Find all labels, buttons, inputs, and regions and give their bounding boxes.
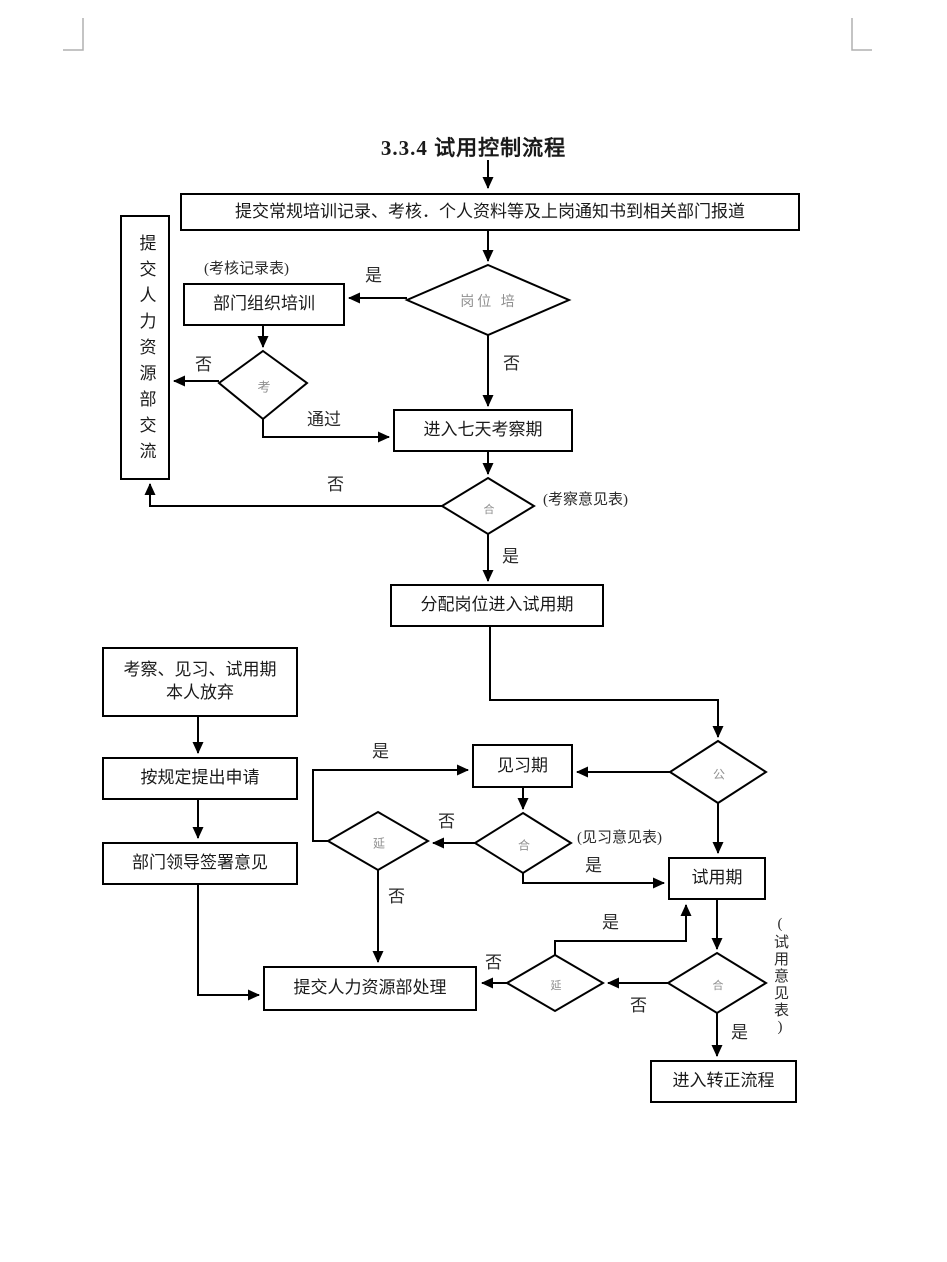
edge-label-no-trial: 否 — [630, 996, 647, 1015]
node-trial-period-label: 试用期 — [691, 868, 743, 888]
page-title: 3.3.4 试用控制流程 — [380, 136, 567, 160]
node-hr-exchange: 提交人力资源部交流 — [120, 215, 170, 480]
decision-extend-trial-diamond — [505, 953, 605, 1013]
node-give-up-line1: 考察、见习、试用期 — [123, 660, 277, 680]
decision-observe-pass-diamond — [440, 476, 536, 536]
decision-extend-intern-diamond — [326, 810, 430, 872]
edge-label-pass: 通过 — [307, 410, 341, 429]
node-dept-training: 部门组织培训 — [183, 283, 345, 326]
decision-intern-pass-diamond — [473, 811, 573, 875]
node-dept-training-label: 部门组织培训 — [213, 294, 315, 314]
node-hr-handle-label: 提交人力资源部处理 — [293, 978, 447, 998]
edge-label-yes-observe: 是 — [502, 547, 519, 566]
decision-split-text: 公 — [712, 767, 726, 782]
decision-observe-pass-text: 合 — [483, 504, 495, 516]
node-apply-label: 按规定提出申请 — [140, 768, 260, 788]
decision-intern-pass-text: 合 — [517, 838, 531, 853]
crop-mark-top-left — [63, 18, 84, 51]
decision-trial-pass-text: 合 — [712, 980, 724, 992]
edge-label-no-extend-trial: 否 — [485, 953, 502, 972]
node-give-up-line2: 本人放弃 — [166, 683, 234, 702]
node-give-up: 考察、见习、试用期 本人放弃 — [102, 647, 298, 717]
decision-assess-diamond — [217, 349, 309, 421]
edge-label-no-post: 否 — [503, 354, 520, 373]
form-label-trial-opinion: (试用意见表) — [772, 916, 788, 1037]
form-label-observe-opinion: (考察意见表) — [543, 492, 628, 508]
edge-label-yes-trial-loop: 是 — [602, 913, 619, 932]
node-intern-period: 见习期 — [472, 744, 573, 788]
form-label-assess-record: (考核记录表) — [204, 261, 289, 277]
node-leader-sign: 部门领导签署意见 — [102, 842, 298, 885]
node-seven-day-observation: 进入七天考察期 — [393, 409, 573, 452]
edge-label-no-extend-intern: 否 — [388, 887, 405, 906]
node-seven-day-observation-label: 进入七天考察期 — [423, 420, 543, 440]
edge-label-yes-intern-loop: 是 — [372, 742, 389, 761]
node-submit-docs: 提交常规培训记录、考核．个人资料等及上岗通知书到相关部门报道 — [180, 193, 800, 231]
decision-split-diamond — [668, 739, 768, 805]
decision-extend-intern-text: 延 — [372, 836, 386, 851]
decision-assess-text: 考 — [257, 379, 271, 395]
node-hr-handle: 提交人力资源部处理 — [263, 966, 477, 1011]
node-assign-post: 分配岗位进入试用期 — [390, 584, 604, 627]
node-regularize-label: 进入转正流程 — [672, 1071, 775, 1091]
edge-label-no-observe: 否 — [327, 475, 344, 494]
edge-label-no-intern: 否 — [438, 812, 455, 831]
edge-label-no-assess: 否 — [195, 355, 212, 374]
edge-label-yes-trial: 是 — [731, 1023, 748, 1042]
node-leader-sign-label: 部门领导签署意见 — [132, 853, 268, 873]
node-trial-period: 试用期 — [668, 857, 766, 900]
node-apply: 按规定提出申请 — [102, 757, 298, 800]
decision-trial-pass-diamond — [666, 951, 768, 1015]
node-submit-docs-label: 提交常规培训记录、考核．个人资料等及上岗通知书到相关部门报道 — [235, 201, 745, 221]
form-label-intern-opinion: (见习意见表) — [577, 830, 662, 846]
node-assign-post-label: 分配岗位进入试用期 — [420, 595, 574, 615]
node-intern-period-label: 见习期 — [497, 755, 548, 775]
edge-label-yes-post: 是 — [365, 266, 382, 285]
node-regularize: 进入转正流程 — [650, 1060, 797, 1103]
node-hr-exchange-label: 提交人力资源部交流 — [136, 233, 156, 468]
decision-post-training-text: 岗位 培 — [460, 295, 518, 310]
crop-mark-top-right — [851, 18, 872, 51]
decision-extend-trial-text: 延 — [550, 980, 562, 992]
decision-post-training-diamond — [404, 263, 572, 337]
edge-label-yes-intern: 是 — [585, 856, 602, 875]
